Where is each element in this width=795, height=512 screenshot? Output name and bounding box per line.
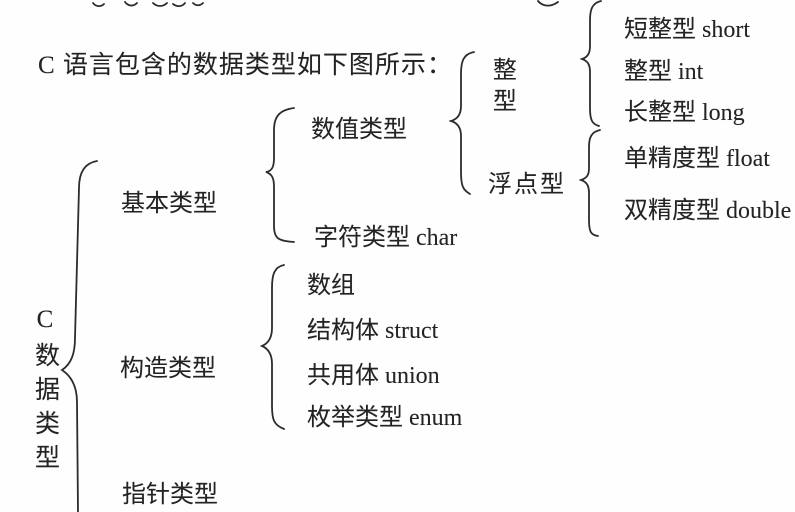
intro-text: C 语言包含的数据类型如下图所示： (38, 52, 453, 79)
leaf-struct-label: 结构体 struct (307, 318, 439, 344)
branch-integer-type-label: 整型 (488, 57, 515, 119)
brace-integer (580, 0, 602, 127)
leaf-enum-label: 枚举类型 enum (307, 405, 463, 431)
branch-basic-type-label: 基本类型 (121, 191, 217, 217)
cropped-text-artifact (92, 1, 204, 8)
leaf-double-label: 双精度型 double (624, 198, 792, 224)
branch-constructed-type-label: 构造类型 (120, 356, 216, 382)
branch-pointer-type-label: 指针类型 (122, 482, 218, 508)
leaf-float-label: 单精度型 float (624, 146, 770, 172)
leaf-int-label: 整型 int (624, 59, 704, 85)
branch-numeric-type-label: 数值类型 (311, 117, 407, 143)
root-label: C数据类型 (31, 306, 59, 478)
leaf-long-label: 长整型 long (624, 100, 745, 126)
brace-numeric (449, 51, 475, 195)
branch-float-type-label: 浮点型 (488, 172, 566, 198)
leaf-array-label: 数组 (307, 273, 355, 299)
leaf-union-label: 共用体 union (307, 363, 440, 389)
brace-constructed (260, 264, 285, 430)
cropped-letter-artifact (537, 0, 559, 7)
brace-basic (265, 107, 295, 243)
brace-root (60, 160, 98, 512)
leaf-short-label: 短整型 short (624, 17, 750, 43)
leaf-char-type-label: 字符类型 char (314, 225, 458, 251)
brace-float (579, 129, 601, 237)
